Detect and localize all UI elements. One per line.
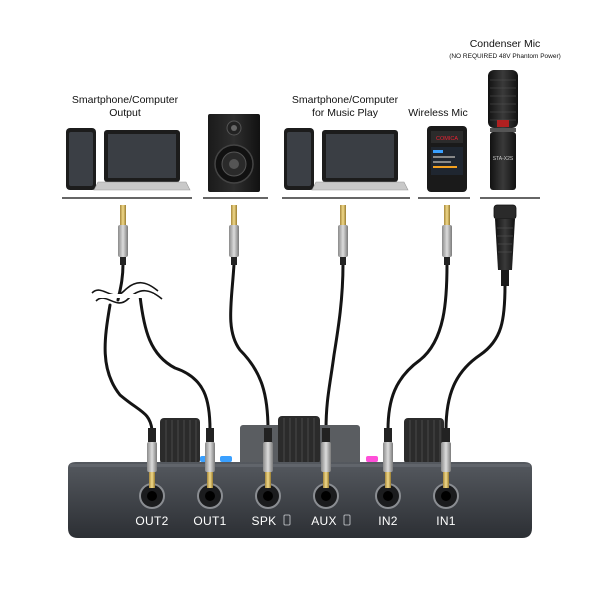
jack-out1[interactable]: [197, 483, 223, 509]
top-plug-music: [338, 205, 348, 265]
port-label-out1: OUT1: [193, 514, 227, 528]
condenser-mic-icon: STA-X2S: [488, 70, 518, 190]
jack-aux[interactable]: [313, 483, 339, 509]
port-label-spk: SPK: [251, 514, 277, 528]
blue-indicator-light-2: [220, 456, 232, 462]
port-label-in1: IN1: [436, 514, 456, 528]
wireless-brand-text: COMICA: [436, 136, 458, 142]
smartphone-icon-music: [284, 128, 314, 190]
cable-in1: [444, 283, 507, 432]
cable-in2: [386, 262, 449, 432]
laptop-icon-music: [311, 130, 409, 191]
xlr-connector: [493, 204, 517, 286]
top-plug-output: [118, 205, 128, 265]
cable-aux: [324, 262, 345, 432]
port-label-in2: IN2: [378, 514, 398, 528]
output-devices-label: Smartphone/Computer Output: [71, 94, 179, 119]
knob-center[interactable]: [278, 416, 320, 464]
top-plug-speaker: [229, 205, 239, 265]
jack-in2[interactable]: [375, 483, 401, 509]
port-label-out2: OUT2: [135, 514, 169, 528]
cable-out1: [138, 294, 212, 432]
wireless-mic-label: Wireless Mic: [408, 107, 468, 119]
condenser-mic-subtitle: (NO REQUIRED 48V Phantom Power): [449, 53, 561, 60]
cable-out2: [103, 303, 154, 432]
cable-group: [103, 262, 507, 432]
top-plug-wireless: [442, 205, 452, 265]
speaker-icon: [208, 114, 260, 192]
cable-spk: [229, 262, 270, 432]
jack-out2[interactable]: [139, 483, 165, 509]
wireless-mic-icon: COMICA: [427, 126, 467, 192]
condenser-mic-title: Condenser Mic: [469, 38, 541, 50]
audio-mixer-body: [68, 462, 532, 538]
port-label-aux: AUX: [311, 514, 337, 528]
cable-break-symbol: [91, 281, 163, 304]
phone-glyph-icon: [283, 514, 291, 526]
knob-right[interactable]: [404, 418, 444, 464]
smartphone-icon-output: [66, 128, 96, 190]
knob-left[interactable]: [160, 418, 200, 464]
music-devices-label: Smartphone/Computer for Music Play: [291, 94, 399, 119]
bottom-plugs: [147, 428, 451, 488]
pink-indicator-light: [366, 456, 378, 462]
jack-in1[interactable]: [433, 483, 459, 509]
mic-model-text: STA-X2S: [493, 156, 514, 162]
phone-glyph-icon: [343, 514, 351, 526]
laptop-icon-output: [93, 130, 191, 191]
